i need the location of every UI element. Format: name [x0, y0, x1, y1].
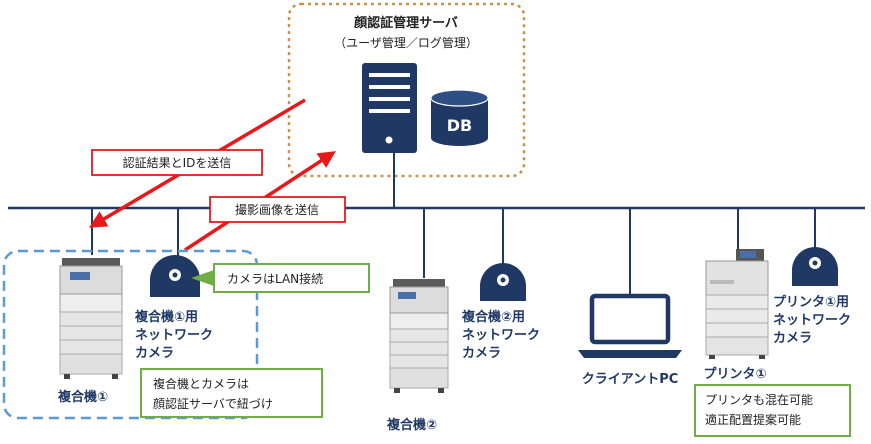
printer1-icon	[705, 249, 769, 359]
link-note-line2: 顔認証サーバで紐づけ	[153, 396, 273, 411]
mfp1-icon	[59, 258, 123, 379]
link-note-line1: 複合機とカメラは	[153, 376, 249, 391]
server-zone-box	[287, 2, 526, 178]
camera2-icon	[480, 263, 526, 301]
photo-send-box	[209, 196, 346, 223]
client-pc-label: クライアントPC	[582, 372, 679, 387]
printer1-label: プリンタ①	[703, 367, 766, 382]
db-label: DB	[447, 116, 472, 135]
camera-lan-text: カメラはLAN接続	[227, 271, 323, 286]
camera1-icon	[150, 255, 200, 297]
database-icon: DB	[430, 89, 489, 146]
camera-lan-callout	[213, 263, 370, 293]
printer-note-line1: プリンタも混在可能	[705, 393, 813, 407]
server-title: 顔認証管理サーバ	[353, 15, 458, 31]
camera3-label-line1: プリンタ①用	[773, 295, 849, 310]
server-icon	[362, 63, 417, 153]
camera2-label-line2: ネットワーク	[462, 328, 540, 343]
auth-result-label: 認証結果とIDを送信	[123, 155, 232, 170]
laptop-icon	[578, 293, 682, 358]
photo-send-label: 撮影画像を送信	[235, 202, 319, 217]
camera2-label-line1: 複合機②用	[461, 309, 525, 325]
mfp1-group-box	[2, 249, 259, 420]
auth-result-box	[91, 149, 263, 176]
camera1-label-line1: 複合機①用	[134, 309, 198, 325]
mfp2-icon	[389, 279, 449, 393]
camera1-label-line3: カメラ	[135, 346, 174, 361]
mfp1-label: 複合機①	[57, 389, 108, 405]
camera3-label-line2: ネットワーク	[773, 313, 851, 328]
camera1-label-line2: ネットワーク	[135, 328, 213, 343]
printer-note-line2: 適正配置提案可能	[705, 412, 801, 427]
link-note-box	[140, 368, 323, 418]
mfp2-label: 複合機②	[386, 417, 437, 433]
server-subtitle: （ユーザ管理／ログ管理）	[334, 35, 478, 50]
camera-lan-pointer	[191, 270, 214, 286]
camera2-label-line3: カメラ	[462, 346, 501, 361]
camera3-label-line3: カメラ	[773, 331, 812, 346]
printer-note-box	[694, 384, 851, 437]
camera3-icon	[792, 247, 838, 286]
